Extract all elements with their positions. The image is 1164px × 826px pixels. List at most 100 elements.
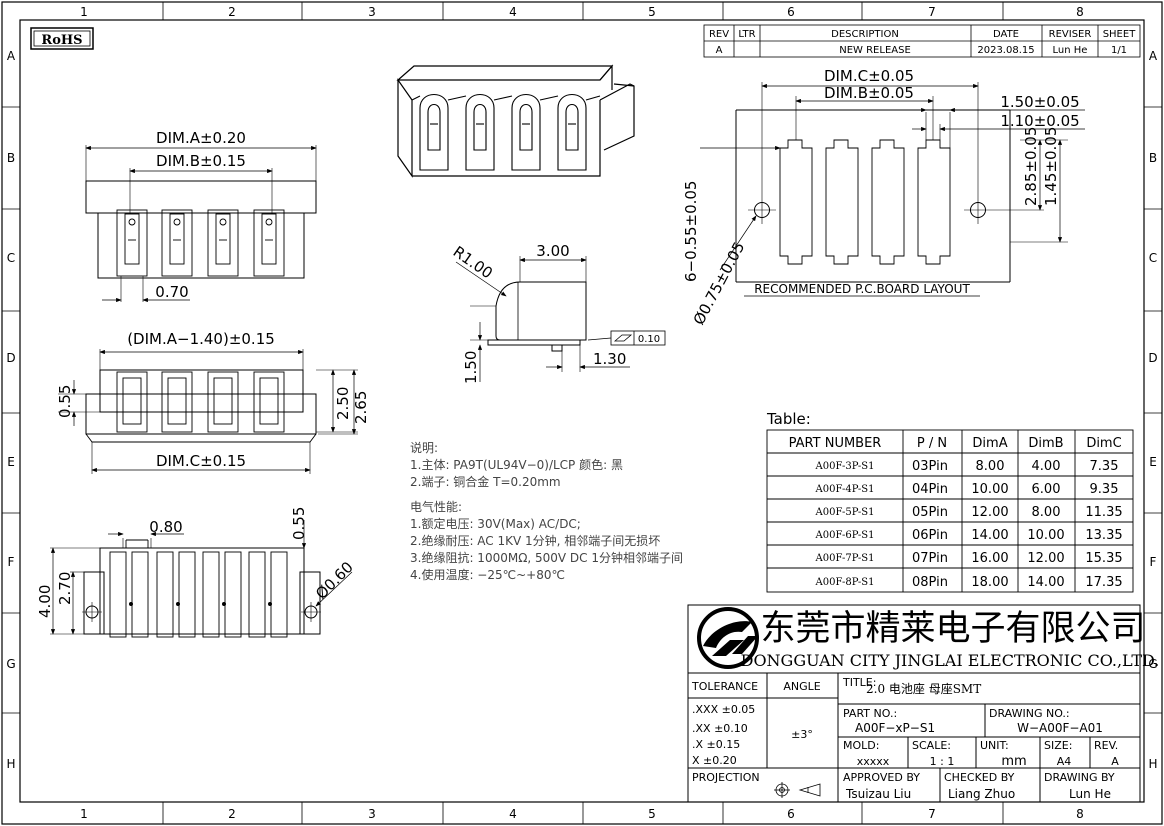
table-cell: 08Pin (912, 575, 948, 590)
row-label: F (1150, 555, 1157, 569)
side-view (455, 256, 666, 382)
unit-label: UNIT: (980, 739, 1009, 752)
size-value: A4 (1057, 755, 1072, 768)
dim-300-label: 3.00 (536, 242, 569, 260)
drawing-no-label: DRAWING NO.: (989, 707, 1070, 720)
pcb-285-label: 2.85±0.05 (1022, 127, 1040, 206)
isometric-view (396, 64, 635, 178)
th-dimb: DimB (1028, 436, 1063, 451)
table-cell: A00F-6P-S1 (815, 530, 875, 541)
row-label: C (1149, 251, 1157, 265)
table-cell: 06Pin (912, 528, 948, 543)
table-cell: 17.35 (1085, 575, 1122, 590)
notes-line: 1.主体: PA9T(UL94V−0)/LCP 颜色: 黑 (410, 457, 623, 472)
dim-060-label: Ø0.60 (312, 558, 357, 603)
notes-title: 说明: (410, 440, 438, 455)
description-header: DESCRIPTION (831, 29, 899, 40)
table-label: Table: (766, 410, 811, 428)
revision-table: REV LTR DESCRIPTION DATE REVISER SHEET A… (703, 24, 1141, 58)
dim-400-label: 4.00 (36, 585, 54, 618)
rohs-badge: RoHS (30, 27, 94, 50)
scale-label: SCALE: (912, 739, 951, 752)
tol-line: .XX ±0.10 (692, 722, 748, 735)
pcb-150-label: 1.50±0.05 (1000, 93, 1079, 111)
row-label: H (1148, 757, 1157, 771)
checked-label: CHECKED BY (944, 771, 1015, 784)
th-part-number: PART NUMBER (789, 436, 882, 451)
table-cell: 05Pin (912, 505, 948, 520)
table-cell: 10.00 (971, 482, 1008, 497)
th-dima: DimA (972, 436, 1007, 451)
row-label: A (7, 49, 16, 63)
part-no-label: PART NO.: (843, 707, 897, 720)
tol-line: .X ±0.15 (692, 738, 740, 751)
reviser-header: REVISER (1049, 29, 1092, 40)
tolerance-label: TOLERANCE (691, 680, 758, 693)
row-label: C (7, 251, 15, 265)
col-label: 4 (509, 807, 517, 821)
table-cell: 18.00 (971, 575, 1008, 590)
pcb-145-label: 1.45±0.05 (1042, 127, 1060, 206)
col-label: 6 (787, 807, 795, 821)
size-label: SIZE: (1044, 739, 1072, 752)
table-cell: 12.00 (1027, 551, 1064, 566)
table-cell: 6.00 (1032, 482, 1061, 497)
flatness-value: 0.10 (638, 334, 660, 345)
row-label: G (6, 657, 15, 671)
rev-header: REV (709, 29, 729, 40)
dim-080-label: 0.80 (149, 518, 182, 536)
notes: 说明: 1.主体: PA9T(UL94V−0)/LCP 颜色: 黑 2.端子: … (410, 440, 683, 582)
table-cell: 4.00 (1032, 459, 1061, 474)
checked-value: Liang Zhuo (948, 787, 1015, 801)
dim-b-label: DIM.B±0.15 (156, 152, 246, 170)
part-table: Table: PART NUMBER P / N DimA DimB DimC … (766, 410, 1134, 593)
title-block: 东莞市精莱电子有限公司 DONGGUAN CITY JINGLAI ELECTR… (687, 604, 1160, 803)
col-label: 7 (928, 807, 936, 821)
company-logo (697, 607, 759, 669)
title-value: 2.0 电池座 母座SMT (866, 681, 981, 696)
row-label: D (6, 351, 15, 365)
company-name-cn: 东莞市精莱电子有限公司 (760, 609, 1145, 649)
dim-265-label: 2.65 (352, 391, 370, 424)
tol-line: X ±0.20 (692, 754, 737, 767)
pcb-dim-c-label: DIM.C±0.05 (824, 67, 914, 85)
elec-title: 电气性能: (410, 499, 462, 514)
elec-line: 1.额定电压: 30V(Max) AC/DC; (410, 516, 581, 531)
dim-a-minus-label: (DIM.A−1.40)±0.15 (127, 330, 275, 348)
elec-line: 3.绝缘阻抗: 1000MΩ, 500V DC 1分钟相邻端子间 (410, 550, 683, 565)
dim-150-label: 1.50 (462, 351, 480, 384)
unit-value: mm (1001, 754, 1026, 769)
table-cell: 04Pin (912, 482, 948, 497)
table-cell: 14.00 (1027, 575, 1064, 590)
table-cell: A00F-8P-S1 (815, 577, 875, 588)
pcb-caption: RECOMMENDED P.C.BOARD LAYOUT (754, 282, 970, 296)
pcb-layout (700, 82, 1085, 297)
row-label: D (1148, 351, 1157, 365)
dim-130-label: 1.30 (593, 350, 626, 368)
mold-value: xxxxx (857, 755, 890, 768)
col-label: 1 (80, 807, 88, 821)
row-label: E (1149, 455, 1157, 469)
description-value: NEW RELEASE (839, 45, 911, 56)
company-name-en: DONGGUAN CITY JINGLAI ELECTRONIC CO.,LTD… (741, 651, 1160, 670)
table-cell: A00F-4P-S1 (815, 484, 875, 495)
top-view (85, 145, 317, 303)
col-label: 1 (80, 5, 88, 19)
frame-labels: 1 2 3 4 5 6 7 8 1 2 3 4 5 6 7 8 A B C D … (6, 5, 1158, 821)
rev-value: A (1111, 755, 1119, 768)
angle-label: ANGLE (783, 680, 820, 693)
col-label: 8 (1076, 807, 1084, 821)
col-label: 7 (928, 5, 936, 19)
table-cell: 9.35 (1090, 482, 1119, 497)
elec-line: 2.绝缘耐压: AC 1KV 1分钟, 相邻端子间无损坏 (410, 533, 660, 548)
dim-055-label: 0.55 (56, 385, 74, 418)
table-cell: A00F-5P-S1 (815, 507, 875, 518)
drawing-no-value: W−A00F−A01 (1017, 721, 1103, 735)
approved-label: APPROVED BY (843, 771, 920, 784)
drawing-by-label: DRAWING BY (1044, 771, 1115, 784)
elec-line: 4.使用温度: −25℃~+80℃ (410, 567, 565, 582)
row-label: H (6, 757, 15, 771)
bottom-view (50, 520, 353, 638)
